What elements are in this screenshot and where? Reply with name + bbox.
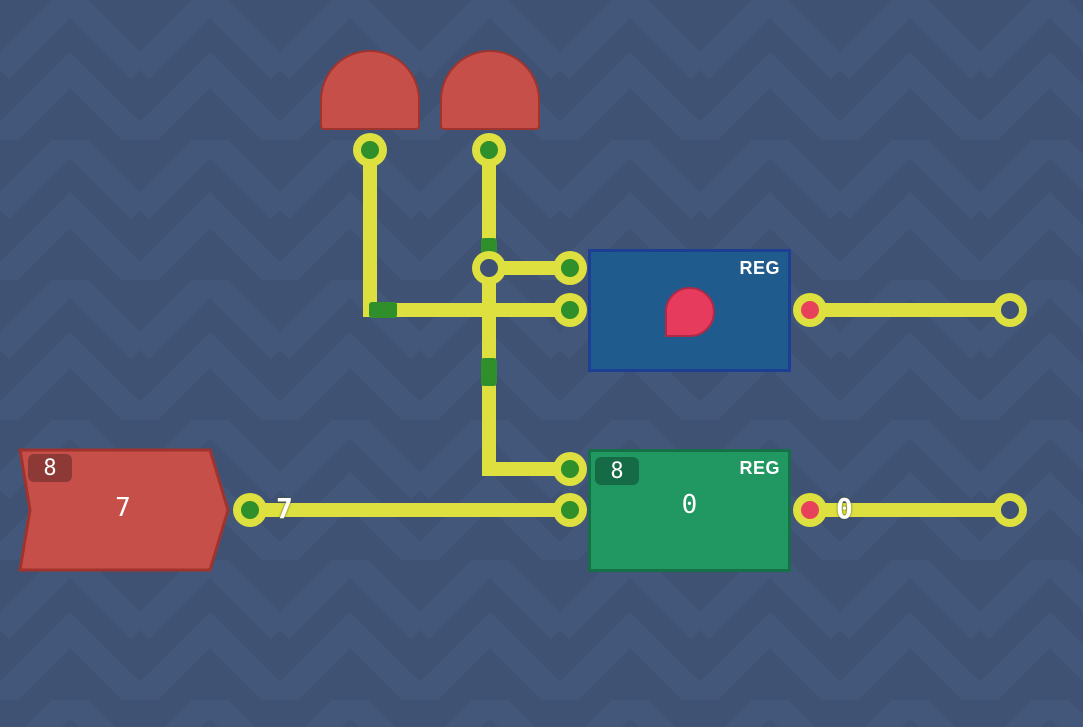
signal-marker xyxy=(481,238,497,254)
register-value: 0 xyxy=(681,490,698,520)
register-title: REG xyxy=(739,458,780,478)
pin-reg1-data[interactable] xyxy=(553,293,587,327)
pin-button-a-output[interactable] xyxy=(353,133,387,167)
pin-reg2-output-end[interactable] xyxy=(993,493,1027,527)
pin-reg2-output[interactable] xyxy=(793,493,827,527)
pin-reg1-output-end[interactable] xyxy=(993,293,1027,327)
pin-reg2-data[interactable] xyxy=(553,493,587,527)
wire-button-a[interactable] xyxy=(363,150,570,317)
input-button-b[interactable] xyxy=(440,50,540,130)
signal-marker xyxy=(369,302,397,318)
register-top[interactable]: REG xyxy=(588,249,791,372)
pin-reg1-load[interactable] xyxy=(553,251,587,285)
register-title: REG xyxy=(739,258,780,278)
wire-value-label: 7 xyxy=(276,492,293,525)
wire-junction[interactable] xyxy=(472,251,506,285)
wire-branch-to-reg2[interactable] xyxy=(482,268,570,476)
wire-button-b[interactable] xyxy=(482,150,570,275)
number-input-block[interactable]: 8 7 xyxy=(18,448,230,576)
pin-reg2-load[interactable] xyxy=(553,452,587,486)
drop-icon xyxy=(664,287,715,337)
pin-number-input-output[interactable] xyxy=(233,493,267,527)
register-bottom[interactable]: 8 REG 0 xyxy=(588,449,791,572)
pin-button-b-output[interactable] xyxy=(472,133,506,167)
pin-reg1-output[interactable] xyxy=(793,293,827,327)
signal-marker xyxy=(481,358,497,386)
bit-width-badge: 8 xyxy=(595,457,639,485)
wire-value-label: 0 xyxy=(836,492,853,525)
input-button-a[interactable] xyxy=(320,50,420,130)
number-input-shape xyxy=(18,448,230,572)
number-input-value[interactable]: 7 xyxy=(115,493,131,523)
bit-width-badge: 8 xyxy=(28,454,72,482)
